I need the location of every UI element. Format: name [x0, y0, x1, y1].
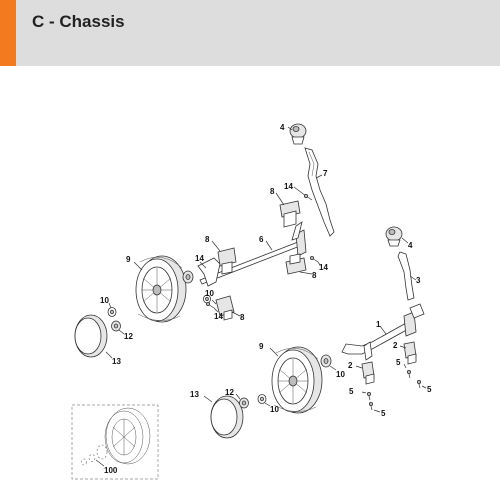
front-axle — [341, 303, 425, 361]
callout-4-upper: 4 — [280, 123, 285, 132]
callout-2-right: 2 — [393, 341, 398, 350]
callout-10-left: 10 — [100, 296, 109, 305]
hubcap-13-lower — [210, 395, 244, 439]
bracket-2-left — [361, 361, 375, 385]
callout-13-left: 13 — [112, 357, 121, 366]
callout-8-right: 8 — [312, 271, 317, 280]
callout-14-top: 14 — [284, 182, 293, 191]
inset-complete-wheel — [71, 404, 159, 480]
callout-7: 7 — [323, 169, 328, 178]
hubcap-13-left — [74, 314, 108, 358]
screw-top — [303, 193, 313, 201]
washer-10-left — [107, 307, 117, 317]
nut-12-lower — [239, 397, 249, 409]
callout-4-right: 4 — [408, 241, 413, 250]
callout-6: 6 — [259, 235, 264, 244]
bracket-8-left — [217, 247, 237, 275]
nut-12-left — [111, 320, 121, 332]
callout-14-left: 14 — [195, 254, 204, 263]
callout-10-lower: 10 — [270, 405, 279, 414]
page-title: C - Chassis — [32, 12, 125, 31]
bracket-8-lower — [215, 295, 235, 321]
callout-1: 1 — [376, 320, 381, 329]
callout-8-lower: 8 — [240, 313, 245, 322]
callout-8-left: 8 — [205, 235, 210, 244]
callout-5-b: 5 — [427, 385, 432, 394]
callout-10-upper: 10 — [205, 289, 214, 298]
header-accent-stripe — [0, 0, 16, 66]
hub-bushing-left — [182, 270, 194, 284]
callout-9-upper: 9 — [126, 255, 131, 264]
bracket-8-right — [285, 253, 307, 275]
bracket-8-upper — [279, 200, 301, 228]
knob-right — [385, 226, 403, 247]
callout-13-lower: 13 — [190, 390, 199, 399]
screw-5-b — [416, 379, 421, 389]
rear-wheel-upper — [135, 255, 187, 323]
height-adjust-lever — [304, 147, 335, 237]
callout-8-upper: 8 — [270, 187, 275, 196]
screw-right — [309, 255, 319, 263]
callout-14-right: 14 — [319, 263, 328, 272]
knob-upper — [289, 123, 307, 145]
hub-bushing-right — [320, 354, 332, 368]
screw-lower — [205, 301, 215, 309]
callout-5-c: 5 — [349, 387, 354, 396]
callout-12-lower: 12 — [225, 388, 234, 397]
hub-arm-left — [197, 257, 221, 287]
callout-12-left: 12 — [124, 332, 133, 341]
front-lever — [397, 251, 415, 301]
callout-100: 100 — [104, 466, 118, 475]
callout-5-a: 5 — [396, 358, 401, 367]
callout-10-right: 10 — [336, 370, 345, 379]
callout-5-d: 5 — [381, 409, 386, 418]
screw-5-a — [406, 369, 411, 379]
washer-10-lower — [257, 394, 267, 404]
bracket-2-right — [403, 341, 417, 365]
screw-5-d — [368, 401, 373, 411]
callout-3: 3 — [416, 276, 421, 285]
callout-2-left: 2 — [348, 361, 353, 370]
chassis-exploded-diagram: 4 7 14 8 6 8 8 14 — [71, 123, 432, 480]
header-bar: C - Chassis — [0, 0, 500, 66]
callout-14-lower: 14 — [214, 312, 223, 321]
front-wheel — [271, 346, 323, 414]
screw-5-c — [366, 391, 371, 401]
callout-9-lower: 9 — [259, 342, 264, 351]
